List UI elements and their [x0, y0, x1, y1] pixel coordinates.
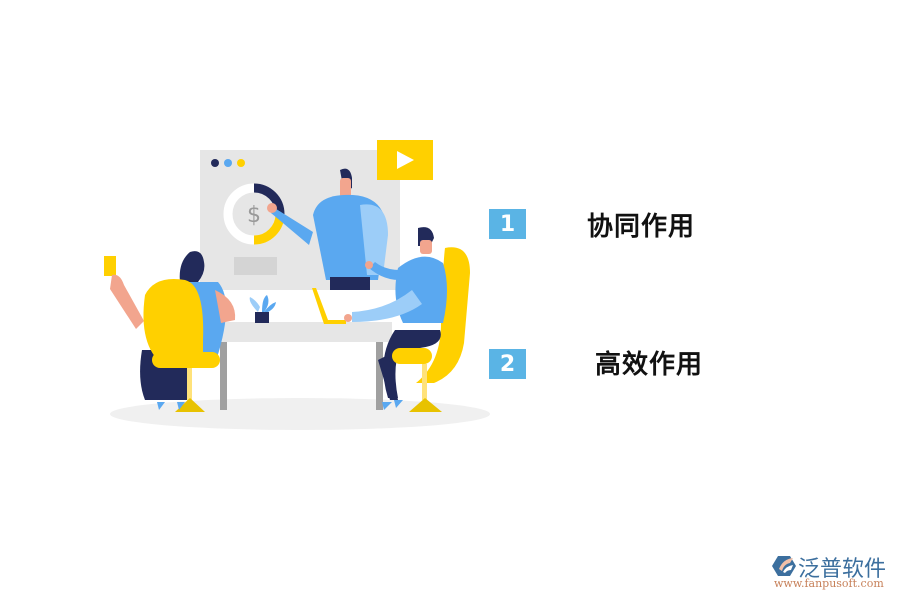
- list-item-collaboration: 1 协同作用: [489, 209, 694, 242]
- plant-icon: [249, 295, 276, 323]
- screen-placeholder-bar: [234, 257, 277, 275]
- presenter-figure: [267, 168, 388, 290]
- logo-title: 泛普软件: [798, 557, 887, 582]
- fanpusoft-logo: 泛普软件 www.fanpusoft.com: [768, 553, 893, 593]
- man-figure: [344, 227, 470, 412]
- floor-shadow: [110, 398, 490, 430]
- team-meeting-illustration: $: [100, 135, 500, 435]
- item-label: 高效作用: [595, 350, 704, 380]
- desk-leg: [220, 342, 227, 410]
- desk-top: [212, 322, 392, 342]
- laptop-icon: [312, 288, 346, 324]
- number-badge: 2: [489, 349, 526, 379]
- svg-text:$: $: [247, 203, 261, 228]
- window-dot-navy-icon: [211, 159, 219, 167]
- item-label: 协同作用: [587, 212, 696, 242]
- window-dot-yellow-icon: [237, 159, 245, 167]
- logo-mark-icon: [772, 556, 796, 576]
- window-dot-blue-icon: [224, 159, 232, 167]
- number-badge: 1: [489, 209, 526, 239]
- woman-figure: [104, 251, 236, 412]
- list-item-efficiency: 2 高效作用: [489, 349, 702, 380]
- logo-url: www.fanpusoft.com: [774, 577, 884, 590]
